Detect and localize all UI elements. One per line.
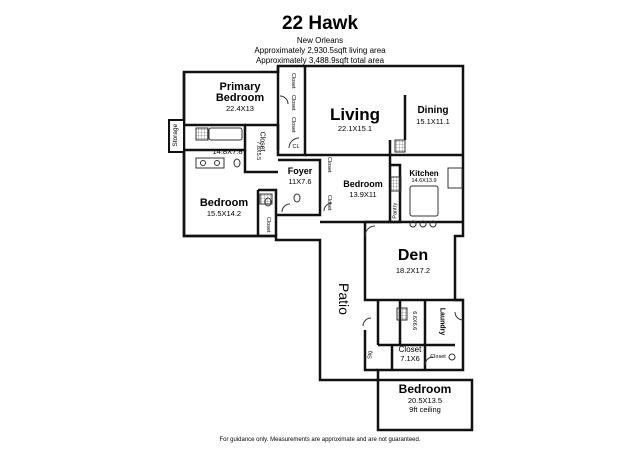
wall-living	[305, 95, 407, 157]
wall-bedroom-left	[182, 150, 276, 238]
bedroom-bottom-name: Bedroom	[398, 382, 452, 396]
shower	[195, 127, 209, 141]
storage-box	[168, 119, 185, 153]
bedroom-mid-dims: 13.9X11	[349, 190, 377, 199]
kitchen-dims: 14.6X13.9	[411, 178, 437, 184]
bedroom-mid-name: Bedroom	[343, 179, 383, 189]
storage-label: Storage	[171, 123, 179, 147]
primary-bedroom-name-2: Bedroom	[215, 92, 265, 104]
city-label: New Orleans	[296, 36, 344, 45]
bedroom-bottom-dims: 20.5X13.5	[407, 396, 443, 405]
bath-small-dims: 6.6X6.6	[410, 311, 417, 331]
patio-label: Patio	[336, 283, 352, 315]
bedroom-left-dims: 15.5X14.2	[206, 209, 242, 218]
dining-dims: 15.1X11.1	[416, 117, 450, 126]
foyer-name: Foyer	[287, 166, 313, 176]
wall-closet-lower	[363, 330, 394, 372]
kitchen-name: Kitchen	[409, 169, 439, 178]
primary-closet-dims: 7.8X5.5	[254, 141, 261, 161]
wall-left-closet	[256, 188, 278, 236]
den-name: Den	[397, 247, 429, 264]
shower-2	[259, 193, 273, 205]
foyer-dims: 11X7.6	[288, 177, 312, 186]
storage-small-label: Stg	[367, 350, 374, 359]
closet-label-mid-2: Closet	[325, 194, 332, 211]
outer-wall	[182, 64, 474, 432]
living-dims: 22.1X15.1	[337, 124, 373, 133]
den-dims: 18.2X17.2	[395, 266, 431, 275]
laundry-label: Laundry	[438, 307, 446, 336]
closet-label-2: Closet	[289, 94, 296, 111]
primary-bath-dims: 14.8X7.8	[212, 147, 243, 156]
living-name: Living	[329, 105, 381, 124]
vanity	[195, 157, 225, 169]
closet-label-left: Closet	[264, 216, 271, 233]
property-title: 22 Hawk	[281, 13, 359, 34]
disclaimer-text: For guidance only. Measurements are appr…	[219, 437, 421, 443]
fridge	[447, 167, 463, 189]
wall-foyer	[276, 158, 322, 217]
closet-lower-name: Closet	[398, 345, 422, 354]
wall-den	[363, 220, 463, 302]
dining-name: Dining	[417, 105, 449, 116]
cl-label: CL	[292, 144, 300, 150]
total-area-label: Approximately 3,488.9sqft total area	[255, 56, 385, 65]
shower-3	[396, 307, 408, 321]
closet-label-1: Closet	[289, 72, 296, 89]
bedroom-left-name: Bedroom	[199, 197, 249, 209]
tub	[208, 127, 243, 141]
wall-bath	[243, 123, 280, 174]
closet-label-mid-1: Closet	[325, 156, 332, 173]
stove	[390, 176, 402, 192]
wall-closet-column	[276, 66, 307, 157]
primary-bedroom-dims: 22.4X13	[226, 104, 254, 113]
living-area-label: Approximately 2,930.5sqft living area	[254, 46, 386, 55]
closet-lower-dims: 7.1X6	[400, 354, 420, 363]
fireplace	[394, 139, 406, 153]
closet-small-label: Closet	[430, 354, 446, 360]
pantry-label: Pantry	[392, 202, 399, 219]
wall-bedroom-mid	[320, 153, 392, 224]
kitchen-island	[409, 185, 439, 217]
closet-label-3: Closet	[289, 116, 296, 133]
bedroom-bottom-note: 9ft ceiling	[409, 405, 441, 414]
primary-bedroom-name-1: Primary	[219, 81, 261, 93]
